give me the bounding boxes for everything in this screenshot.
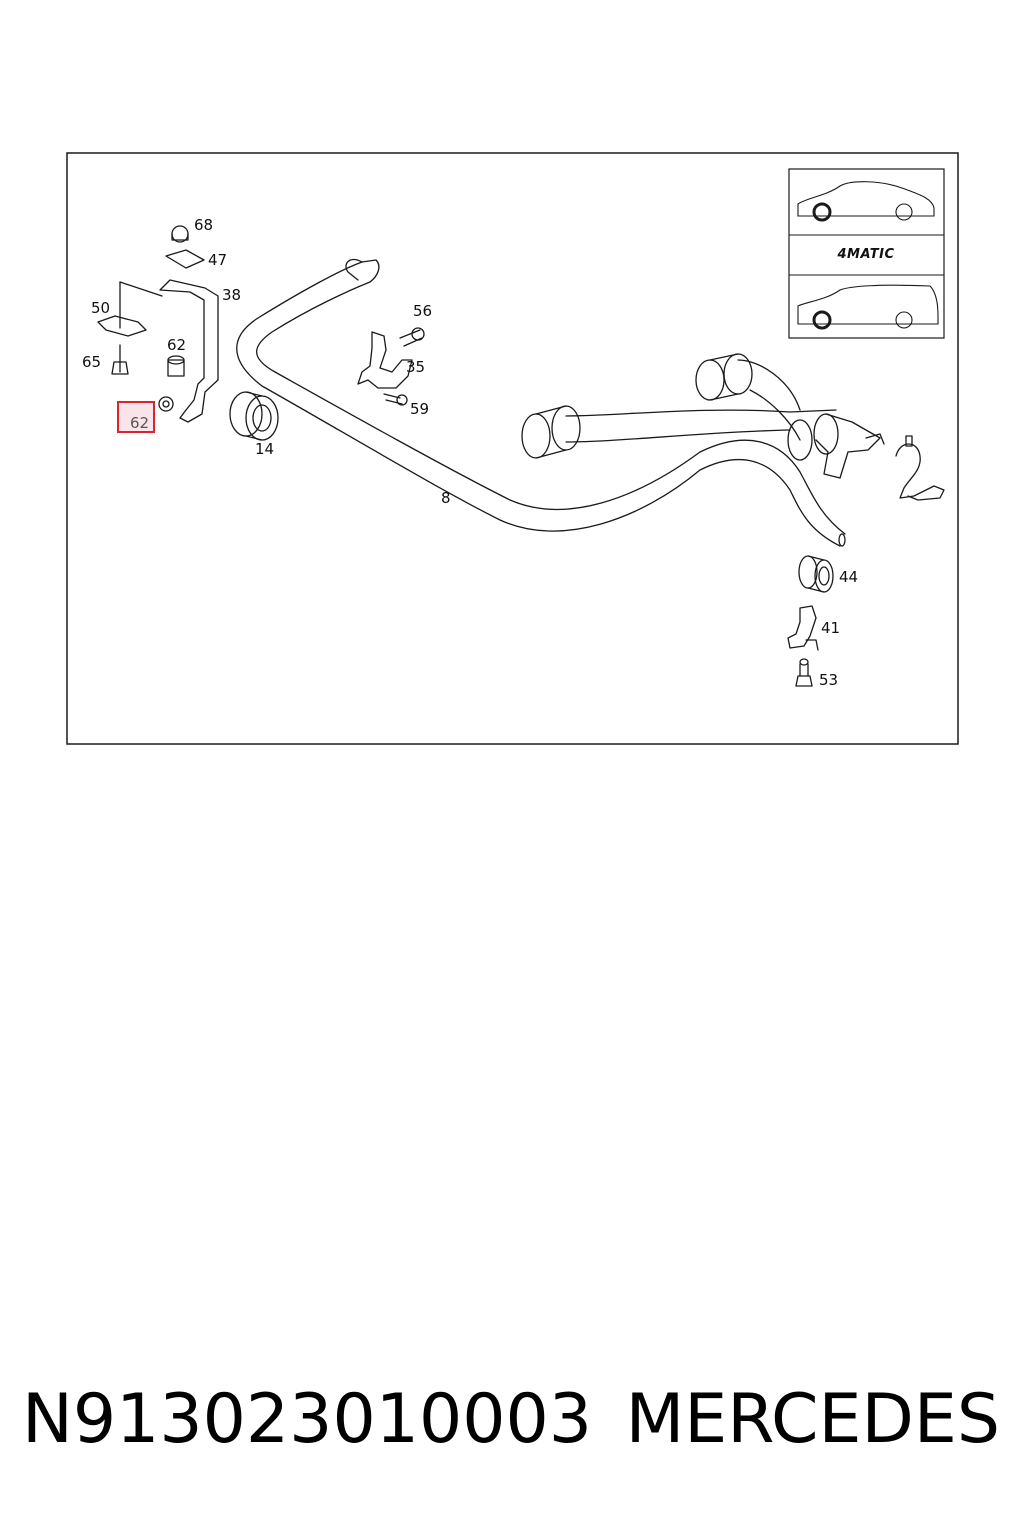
callout-8[interactable]: 8 [441,489,451,507]
callout-14[interactable]: 14 [255,440,274,458]
brand-name: MERCEDES [625,1380,1000,1459]
clamp-35 [357,327,425,406]
mount-bracket [97,225,219,423]
callout-38[interactable]: 38 [222,286,241,304]
highlight-box [117,401,155,433]
callout-35[interactable]: 35 [406,358,425,376]
control-arm [521,353,945,501]
callout-68[interactable]: 68 [194,216,213,234]
callout-62-highlighted[interactable]: 62 [130,414,149,432]
sedan-icon [797,181,935,222]
bolt-53 [795,658,813,687]
clamp-41 [787,605,819,651]
vehicle-inset: 4MATIC [788,168,945,339]
callout-47[interactable]: 47 [208,251,227,269]
callout-62[interactable]: 62 [167,336,186,354]
callout-44[interactable]: 44 [839,568,858,586]
callout-41[interactable]: 41 [821,619,840,637]
footer: N913023010003 MERCEDES [0,1375,1024,1465]
callout-56[interactable]: 56 [413,302,432,320]
stabilizer-bar [236,258,846,547]
callout-53[interactable]: 53 [819,671,838,689]
wagon-icon [797,284,939,330]
callout-65[interactable]: 65 [82,353,101,371]
part-number: N913023010003 [22,1380,593,1459]
callout-50[interactable]: 50 [91,299,110,317]
callout-59[interactable]: 59 [410,400,429,418]
4matic-badge: 4MATIC [836,247,894,262]
bushing-14 [229,391,279,441]
diagram-frame [66,152,959,745]
bushing-44 [798,555,834,593]
parts-diagram: 4MATIC 68 47 38 50 62 65 62 14 8 56 35 5… [66,152,959,745]
